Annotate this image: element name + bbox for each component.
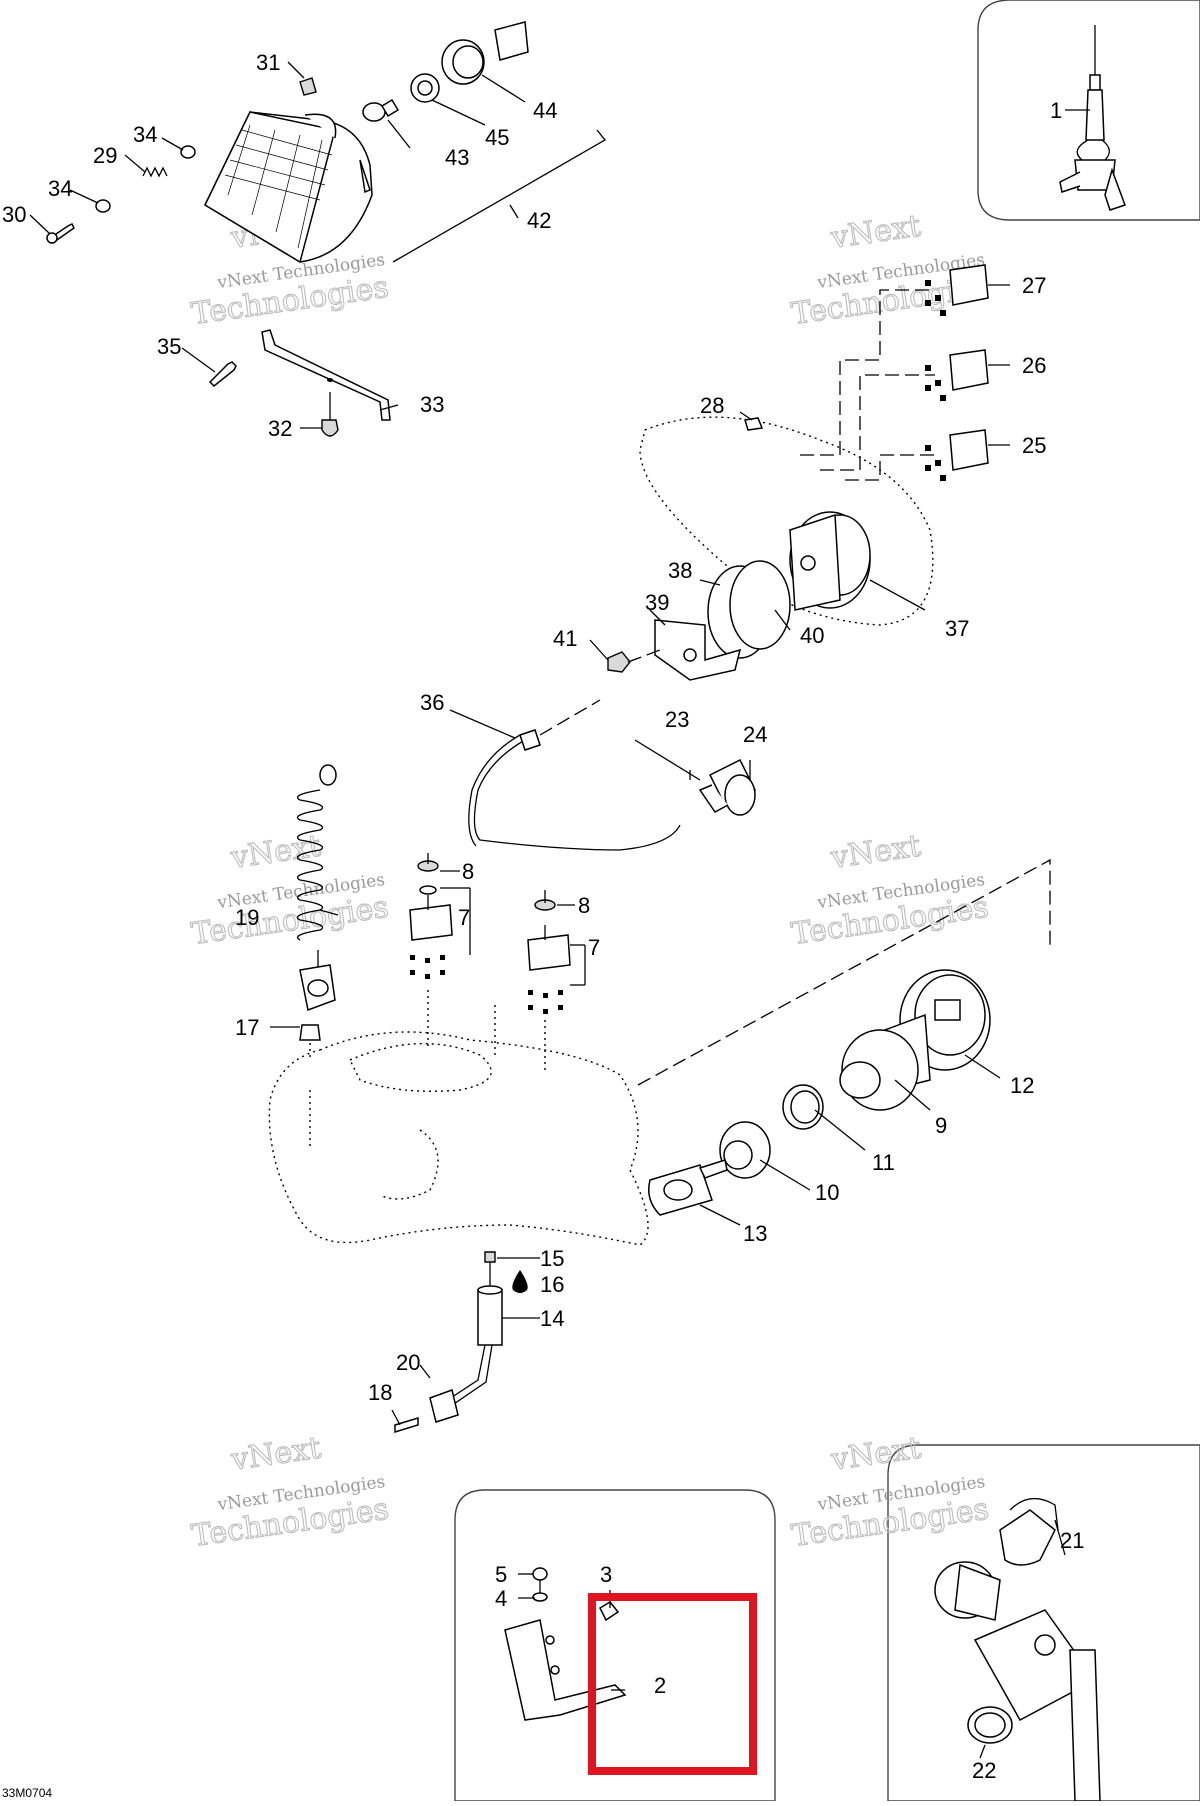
callout-12: 12 xyxy=(1010,1073,1034,1098)
watermark-vnext: vNext xyxy=(828,829,923,876)
callout-29: 29 xyxy=(93,143,117,168)
ignition-switch xyxy=(648,969,991,1216)
callout-33: 33 xyxy=(420,392,444,417)
gasket-40 xyxy=(729,560,791,650)
callout-15: 15 xyxy=(540,1246,564,1271)
cable-36 xyxy=(473,739,681,851)
callout-7a: 7 xyxy=(458,905,470,930)
toggle-switch-left xyxy=(409,853,453,979)
callout-1: 1 xyxy=(1050,98,1062,123)
toggle-switch-right xyxy=(527,890,571,1014)
callout-9: 9 xyxy=(935,1113,947,1138)
callout-34a: 34 xyxy=(133,122,157,147)
callout-2: 2 xyxy=(654,1673,666,1698)
callout-38: 38 xyxy=(668,558,692,583)
bracket-39 xyxy=(654,619,742,681)
watermark-bottom-right: vNext vNext Technologies Technologies xyxy=(789,1430,992,1555)
callout-28: 28 xyxy=(700,393,724,418)
callout-21: 21 xyxy=(1060,1528,1084,1553)
callout-24: 24 xyxy=(743,722,767,747)
callout-19: 19 xyxy=(235,905,259,930)
callout-40: 40 xyxy=(800,623,824,648)
callout-3: 3 xyxy=(600,1562,612,1587)
callout-39: 39 xyxy=(645,590,669,615)
callout-5: 5 xyxy=(495,1562,507,1587)
callout-44: 44 xyxy=(533,98,557,123)
callout-7b: 7 xyxy=(588,935,600,960)
watermark-vnext: vNext xyxy=(828,209,923,256)
coil-cord-19 xyxy=(296,764,337,1012)
callout-8b: 8 xyxy=(578,893,590,918)
callout-37: 37 xyxy=(945,616,969,641)
watermark-top-right: vNext vNext Technologies Technologies xyxy=(789,208,992,333)
callout-14: 14 xyxy=(540,1306,564,1331)
switch-group xyxy=(925,264,989,481)
callout-34b: 34 xyxy=(48,176,72,201)
callout-labels: 1 2 3 4 5 7 7 8 8 9 10 11 12 13 14 15 16… xyxy=(2,50,1084,1783)
console-panel-outline xyxy=(639,416,934,626)
callout-41: 41 xyxy=(553,626,577,651)
callout-18: 18 xyxy=(368,1380,392,1405)
diagram-code: 33M0704 xyxy=(2,1786,52,1800)
watermark-mid-left: vNext vNext Technologies Technologies xyxy=(189,828,392,953)
callout-8a: 8 xyxy=(462,859,474,884)
gauge xyxy=(789,511,871,611)
watermark-vnext: vNext xyxy=(828,1431,923,1478)
callout-22: 22 xyxy=(972,1758,996,1783)
callout-25: 25 xyxy=(1022,433,1046,458)
callout-4: 4 xyxy=(495,1586,507,1611)
callout-32: 32 xyxy=(268,416,292,441)
watermark-vnext: vNext xyxy=(228,1431,323,1478)
inset-panel-bottom-center xyxy=(454,1489,776,1802)
drop-icon xyxy=(512,1270,528,1293)
callout-31: 31 xyxy=(256,50,280,75)
callout-13: 13 xyxy=(743,1221,767,1246)
callout-35: 35 xyxy=(157,334,181,359)
callout-27: 27 xyxy=(1022,273,1046,298)
callout-36: 36 xyxy=(420,690,444,715)
callout-leaders xyxy=(29,61,1090,1759)
callout-10: 10 xyxy=(815,1180,839,1205)
headlamp-assembly xyxy=(46,21,529,437)
callout-30: 30 xyxy=(2,202,26,227)
callout-43: 43 xyxy=(445,145,469,170)
inset-panel-top-right xyxy=(977,0,1200,221)
callout-42: 42 xyxy=(527,208,551,233)
switch-24 xyxy=(698,758,757,816)
callout-23: 23 xyxy=(665,707,689,732)
inset-1-part xyxy=(1059,25,1126,211)
callout-17: 17 xyxy=(235,1015,259,1040)
bracket-inset-part xyxy=(504,1567,627,1721)
watermark-mid-right: vNext vNext Technologies Technologies xyxy=(789,828,992,953)
callout-11: 11 xyxy=(872,1150,895,1175)
watermark-bottom-left: vNext vNext Technologies Technologies xyxy=(189,1430,392,1555)
callout-19-20: 20 xyxy=(396,1350,420,1375)
sensor-14 xyxy=(394,1251,503,1434)
callout-45: 45 xyxy=(485,125,509,150)
console-outline xyxy=(268,1031,649,1246)
callout-16: 16 xyxy=(540,1272,564,1297)
bracket-42-line xyxy=(392,129,606,263)
highlight-box xyxy=(588,1593,757,1775)
callout-26: 26 xyxy=(1022,353,1046,378)
